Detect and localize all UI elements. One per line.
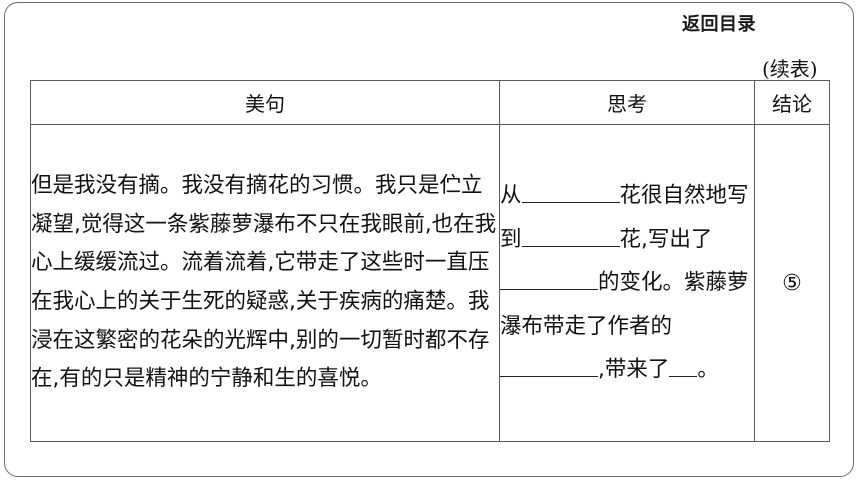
table-header-row: 美句 思考 结论 (30, 80, 830, 125)
thinking-text-3: 花,写出了 (619, 226, 713, 252)
thinking-text-4: 的变化。紫藤萝瀑布带走了作者的 (500, 270, 749, 339)
answer-blank-5[interactable] (669, 354, 698, 378)
thinking-cell: 从花很自然地写到花,写出了的变化。紫藤萝瀑布带走了作者的 ,带来了 。 (499, 124, 755, 442)
slide-frame (4, 2, 854, 477)
answer-blank-3[interactable] (500, 267, 598, 291)
answer-blank-4[interactable] (500, 354, 598, 378)
thinking-text-1: 从 (500, 183, 522, 209)
conclusion-cell: ⑤ (754, 124, 830, 442)
thinking-text-5: ,带来了 (598, 357, 670, 383)
quote-cell: 但是我没有摘。我没有摘花的习惯。我只是伫立凝望,觉得这一条紫藤萝瀑布不只在我眼前… (30, 124, 500, 442)
answer-blank-2[interactable] (521, 223, 620, 247)
back-to-contents-link[interactable]: 返回目录 (682, 14, 756, 35)
table-continued-note: (续表) (762, 57, 818, 81)
table-row: 但是我没有摘。我没有摘花的习惯。我只是伫立凝望,觉得这一条紫藤萝瀑布不只在我眼前… (30, 124, 830, 442)
header-thinking: 思考 (499, 80, 755, 125)
thinking-text-6: 。 (697, 357, 719, 383)
thinking-text-2: 花很自然地写到 (500, 183, 749, 252)
analysis-table: 美句 思考 结论 但是我没有摘。我没有摘花的习惯。我只是伫立凝望,觉得这一条紫藤… (30, 80, 830, 442)
answer-blank-1[interactable] (521, 180, 620, 204)
header-conclusion: 结论 (754, 80, 830, 125)
header-beautiful-sentence: 美句 (30, 80, 500, 125)
